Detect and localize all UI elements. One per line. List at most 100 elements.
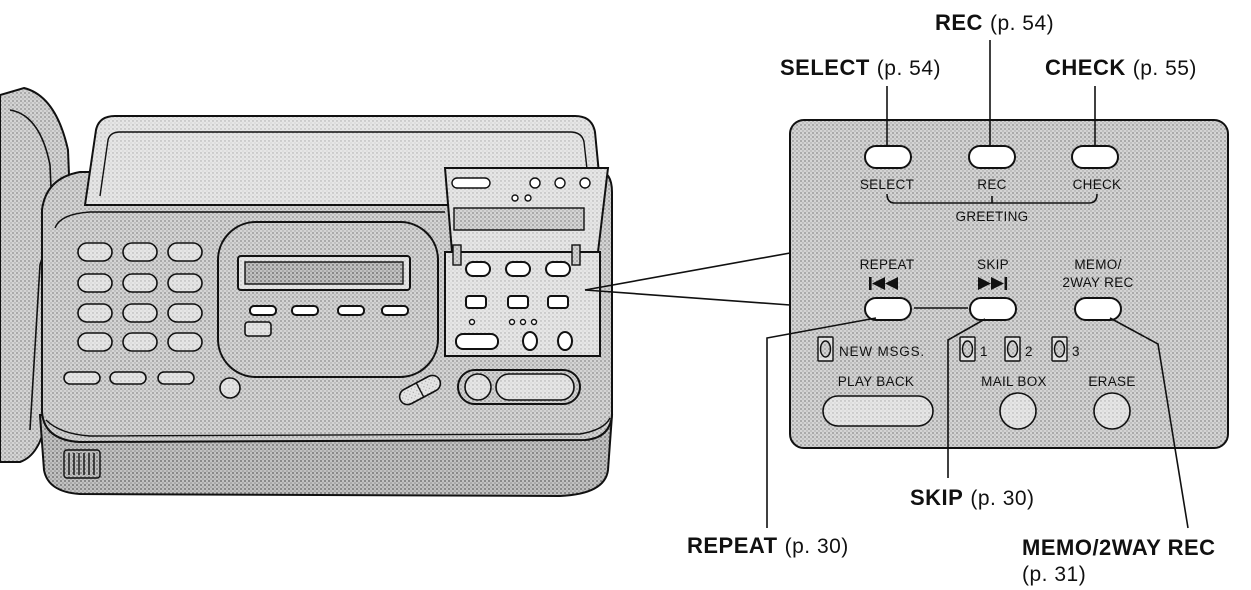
indicator-dot [508, 318, 516, 326]
keypad-key [77, 303, 113, 323]
keypad [77, 242, 203, 352]
memo-2way-rec-callout-name: MEMO/2WAY REC [1022, 535, 1216, 560]
erase-label: ERASE [1088, 374, 1135, 389]
repeat-leader-line [766, 317, 877, 528]
repeat-button [864, 297, 912, 321]
select-callout-name: SELECT [780, 55, 870, 80]
skip-callout: SKIP(p. 30) [910, 485, 1035, 510]
mailbox-1-label: 1 [980, 344, 988, 359]
answering-key [505, 261, 531, 277]
mailbox-2-label: 2 [1025, 344, 1033, 359]
repeat-callout-page: (p. 30) [785, 535, 849, 558]
speaker-grille-frame [63, 449, 101, 479]
memo-button-label-line2: 2WAY REC [1062, 275, 1133, 290]
flip-cover-dot [511, 194, 519, 202]
cover-hinge [571, 244, 581, 266]
check-button-label: CHECK [1073, 177, 1122, 192]
answering-key [545, 261, 571, 277]
mail-box-label: MAIL BOX [981, 374, 1047, 389]
front-edge-line [45, 417, 611, 437]
led-indicator-icon [817, 336, 834, 362]
top-surface-line [54, 211, 445, 229]
stop-key [464, 373, 492, 401]
skip-button-label: SKIP [977, 257, 1009, 272]
led-indicator-lamp [961, 340, 974, 358]
select-button [864, 145, 912, 169]
check-button [1071, 145, 1119, 169]
keypad-key [122, 332, 158, 352]
answering-key [507, 295, 529, 309]
keypad-key [167, 273, 203, 293]
indicator-dot [530, 318, 538, 326]
volume-rocker-divider [415, 382, 425, 398]
keypad-key [167, 332, 203, 352]
speaker-grille [63, 449, 101, 479]
memo-button-label: MEMO/ [1074, 257, 1121, 272]
led-indicator-lamp [1053, 340, 1066, 358]
cover-hinge [452, 244, 462, 266]
check-callout-page: (p. 55) [1133, 57, 1197, 80]
mail-box-button [999, 392, 1037, 430]
rewind-icon-bar [869, 277, 872, 290]
flip-cover-pill [451, 177, 491, 189]
skip-leader-line [947, 318, 986, 478]
zoom-connector-line [584, 289, 791, 306]
new-msgs-label: NEW MSGS. [839, 344, 925, 359]
display-button [337, 305, 365, 316]
rec-callout-name: REC [935, 10, 983, 35]
answering-key [547, 295, 569, 309]
answering-key [465, 295, 487, 309]
keypad-key [122, 273, 158, 293]
indicator-dot [468, 318, 476, 326]
mailbox-3-label: 3 [1072, 344, 1080, 359]
function-key [109, 371, 147, 385]
control-panel-closeup: SELECT REC CHECK GREETING REPEAT SKIP ME… [789, 119, 1229, 449]
keypad-key [167, 303, 203, 323]
select-button-label: SELECT [860, 177, 914, 192]
repeat-callout-name: REPEAT [687, 533, 778, 558]
check-callout-name: CHECK [1045, 55, 1126, 80]
skip-callout-name: SKIP [910, 485, 963, 510]
led-indicator-lamp [819, 340, 832, 358]
answering-playback-key [455, 333, 499, 350]
answering-round-key [522, 331, 538, 351]
display-button [249, 305, 277, 316]
flip-cover-dot [529, 177, 541, 189]
select-callout-page: (p. 54) [877, 57, 941, 80]
keypad-key [77, 332, 113, 352]
function-key [63, 371, 101, 385]
skip-button [969, 297, 1017, 321]
flip-cover-dot [579, 177, 591, 189]
volume-rocker [398, 374, 442, 406]
keypad-key [122, 303, 158, 323]
repeat-callout: REPEAT (p. 30) [687, 533, 849, 558]
skip-forward-icon-bar [1004, 277, 1008, 290]
memo-leader-line [1109, 317, 1189, 529]
rec-button [968, 145, 1016, 169]
flip-cover-dot [554, 177, 566, 189]
rewind-icon-arrow [885, 277, 898, 290]
led-indicator-lamp [1006, 340, 1019, 358]
erase-button [1093, 392, 1131, 430]
led-indicator-icon [959, 336, 976, 362]
lcd-screen [244, 261, 404, 285]
led-indicator-icon [1051, 336, 1068, 362]
display-small-key [244, 321, 272, 337]
rec-button-label: REC [977, 177, 1006, 192]
fax-machine [0, 86, 614, 498]
keypad-key [77, 242, 113, 262]
skip-forward-icon-arrow [991, 277, 1004, 290]
memo-2way-rec-callout-page: (p. 31) [1022, 563, 1086, 586]
indicator-dot [519, 318, 527, 326]
repeat-button-label: REPEAT [860, 257, 915, 272]
check-callout: CHECK (p. 55) [1045, 55, 1197, 80]
display-button [291, 305, 319, 316]
function-key [157, 371, 195, 385]
keypad-key [122, 242, 158, 262]
paper-tray-rim [99, 131, 591, 197]
answering-round-key [557, 331, 573, 351]
flip-cover-window [453, 207, 585, 231]
control-panel [789, 119, 1229, 449]
rewind-icon [869, 277, 898, 290]
